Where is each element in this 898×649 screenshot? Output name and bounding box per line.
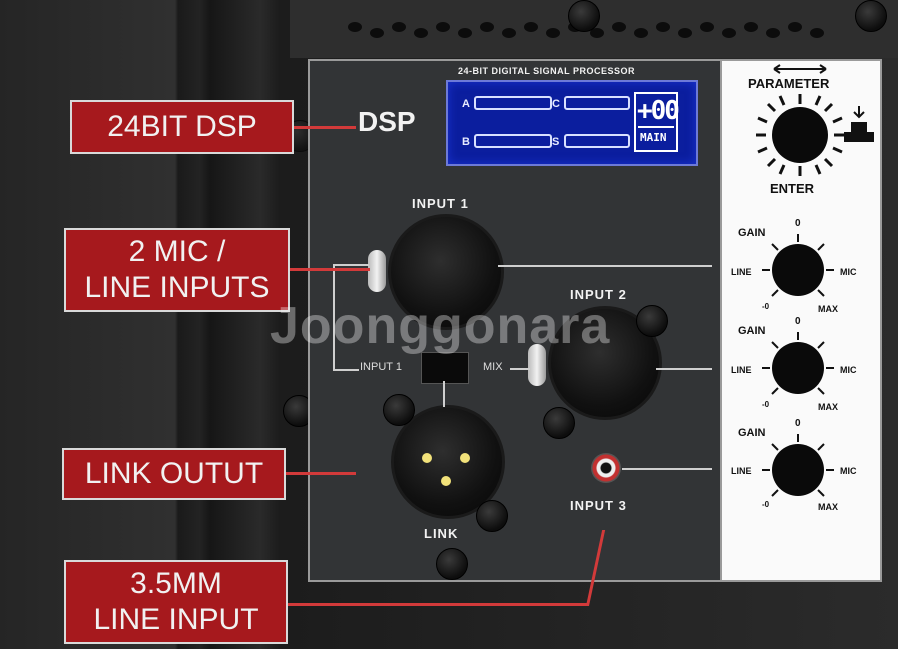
enter-label: ENTER: [770, 181, 815, 196]
input1-label: INPUT 1: [412, 196, 469, 211]
input2-label: INPUT 2: [570, 287, 627, 302]
cabinet-screw: [568, 0, 600, 32]
gain-zero-label: 0: [795, 218, 801, 229]
lcd-bar-s: [564, 134, 630, 148]
line-label: LINE: [731, 466, 752, 476]
panel-screw: [636, 305, 668, 337]
lcd-mode: MAIN: [640, 131, 667, 144]
watermark: Joonggonara: [270, 297, 611, 355]
gain-zero-label: 0: [795, 418, 801, 429]
panel-screw: [383, 394, 415, 426]
enter-button-icon[interactable]: [842, 104, 876, 144]
callout-line-input-text-2: LINE INPUT: [93, 603, 259, 636]
mic-label: MIC: [840, 466, 857, 476]
lcd-label-a: A: [462, 98, 470, 110]
max-label: MAX: [818, 402, 838, 412]
lcd-value-box: +00 MAIN: [634, 92, 680, 152]
gain-zero-label: 0: [795, 316, 801, 327]
parameter-arrow-icon: [773, 64, 827, 74]
input2-latch[interactable]: [528, 344, 546, 386]
gain-label: GAIN: [738, 325, 766, 337]
lcd-bar-c: [564, 96, 630, 110]
lcd-header: 24-BIT DIGITAL SIGNAL PROCESSOR: [458, 66, 636, 76]
callout-link: LINK OUTUT: [62, 448, 286, 500]
gain-label: GAIN: [738, 427, 766, 439]
selector-left-label: INPUT 1: [360, 361, 402, 373]
callout-line-input-text-1: 3.5MM: [130, 567, 222, 600]
input1-latch[interactable]: [368, 250, 386, 292]
line-label: LINE: [731, 267, 752, 277]
input-mix-switch[interactable]: [421, 352, 469, 384]
lcd-label-s: S: [552, 136, 560, 148]
lcd-label-c: C: [552, 98, 560, 110]
gain-knob-2[interactable]: [760, 330, 836, 406]
gain-knob-3[interactable]: [760, 432, 836, 508]
min-label: -0: [762, 400, 770, 409]
parameter-knob[interactable]: [752, 92, 848, 178]
link-label: LINK: [424, 526, 459, 541]
lcd-bar-b: [474, 134, 552, 148]
selector-right-label: MIX: [483, 361, 503, 373]
min-label: -0: [762, 500, 770, 509]
panel-screw: [543, 407, 575, 439]
dsp-label: DSP: [358, 106, 416, 137]
max-label: MAX: [818, 502, 838, 512]
min-label: -0: [762, 302, 770, 311]
gain-knob-1[interactable]: [760, 232, 836, 308]
callout-mic-line-text-1: 2 MIC /: [128, 235, 226, 268]
panel-screw: [436, 548, 468, 580]
callout-dsp-text: 24BIT DSP: [107, 110, 257, 143]
panel-screw: [476, 500, 508, 532]
callout-link-text: LINK OUTUT: [84, 457, 264, 490]
mic-label: MIC: [840, 365, 857, 375]
callout-line-input: 3.5MM LINE INPUT: [64, 560, 288, 644]
lcd-label-b: B: [462, 136, 470, 148]
callout-mic-line-text-2: LINE INPUTS: [84, 271, 270, 304]
callout-dsp: 24BIT DSP: [70, 100, 294, 154]
gain-label: GAIN: [738, 227, 766, 239]
callout-mic-line: 2 MIC / LINE INPUTS: [64, 228, 290, 312]
mic-label: MIC: [840, 267, 857, 277]
lcd-bar-a: [474, 96, 552, 110]
line-label: LINE: [731, 365, 752, 375]
max-label: MAX: [818, 304, 838, 314]
cabinet-screw: [855, 0, 887, 32]
input3-jack[interactable]: [591, 453, 621, 483]
input3-label: INPUT 3: [570, 498, 627, 513]
parameter-label: PARAMETER: [748, 76, 830, 91]
lcd-value: +00: [637, 96, 680, 126]
input1-combo-jack[interactable]: [388, 214, 504, 330]
